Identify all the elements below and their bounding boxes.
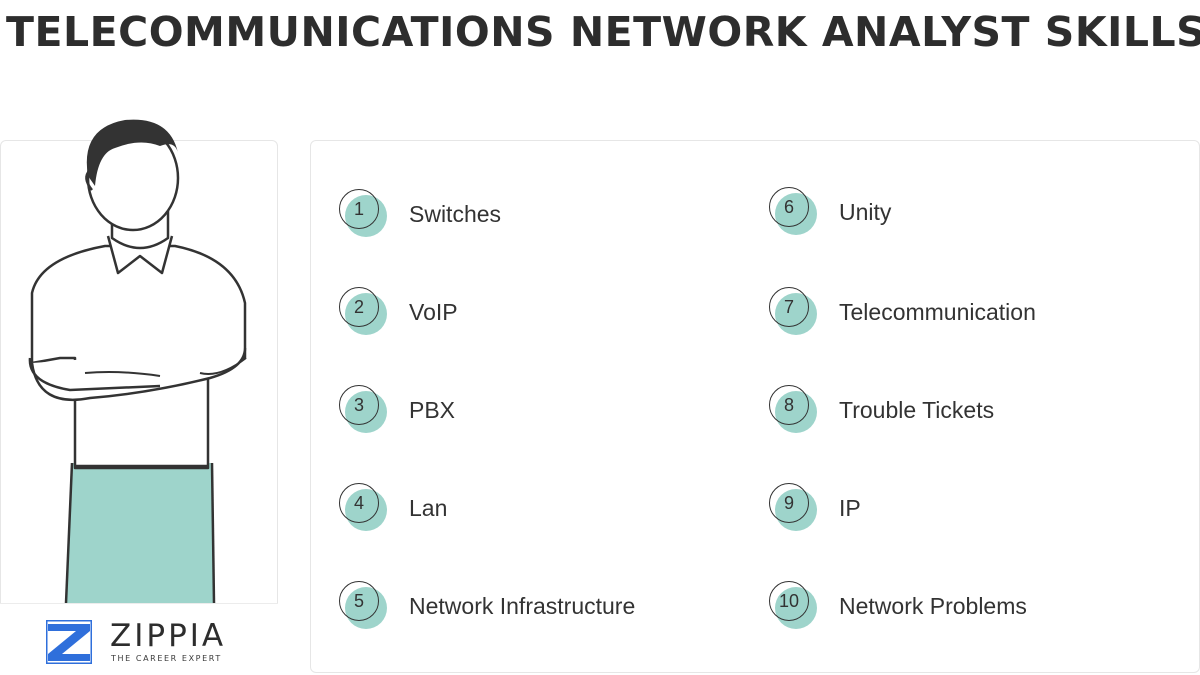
zippia-logo-icon (46, 620, 92, 664)
page-title: TELECOMMUNICATIONS NETWORK ANALYST SKILL… (6, 8, 1200, 56)
number-badge: 3 (339, 385, 389, 435)
skill-label: VoIP (409, 299, 458, 325)
skill-label: Switches (409, 201, 502, 227)
skill-label: PBX (409, 397, 456, 423)
skill-number: 10 (778, 591, 800, 611)
skill-number: 7 (783, 297, 794, 317)
skill-number: 4 (353, 493, 364, 513)
skill-number: 9 (783, 493, 794, 513)
number-badge: 2 (339, 287, 389, 337)
number-badge: 1 (339, 189, 389, 239)
skills-list-card: 1 Switches 2 VoIP 3 PBX 4 Lan 5 Network … (310, 140, 1200, 673)
skill-label: Network Infrastructure (409, 593, 636, 619)
skill-label: Unity (839, 199, 892, 225)
brand-tagline: THE CAREER EXPERT (111, 654, 222, 663)
number-badge: 9 (769, 483, 819, 533)
skill-number: 1 (353, 199, 364, 219)
skill-label: Lan (409, 495, 448, 521)
person-illustration (28, 119, 247, 603)
skill-label: Trouble Tickets (839, 397, 995, 423)
number-badge: 8 (769, 385, 819, 435)
number-badge: 10 (769, 581, 819, 631)
skill-number: 5 (353, 591, 364, 611)
skill-number: 3 (353, 395, 364, 415)
number-badge: 6 (769, 187, 819, 237)
brand-footer: ZIPPIA THE CAREER EXPERT (0, 603, 278, 674)
number-badge: 7 (769, 287, 819, 337)
skill-label: Telecommunication (839, 299, 1036, 325)
brand-name: ZIPPIA (110, 618, 227, 654)
skill-number: 2 (353, 297, 364, 317)
skill-number: 8 (783, 395, 794, 415)
skill-label: IP (839, 495, 861, 521)
skill-number: 6 (783, 197, 794, 217)
number-badge: 4 (339, 483, 389, 533)
number-badge: 5 (339, 581, 389, 631)
skill-label: Network Problems (839, 593, 1027, 619)
